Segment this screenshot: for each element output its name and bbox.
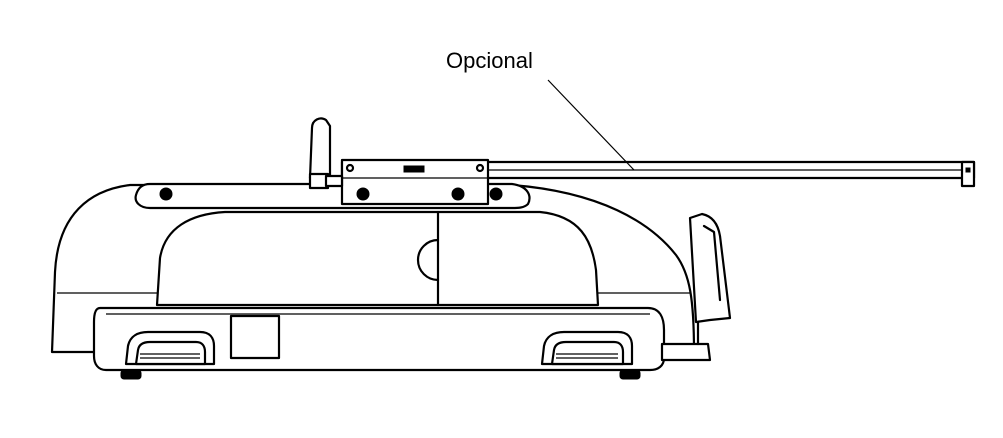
carriage-marker bbox=[403, 165, 425, 173]
rail-bolt-1 bbox=[159, 187, 173, 201]
callout-leader-line bbox=[547, 79, 635, 171]
side-display bbox=[660, 212, 732, 362]
rail-bolt-2 bbox=[489, 187, 503, 201]
carriage-bolt-2 bbox=[451, 187, 465, 201]
right-rubber-foot bbox=[619, 369, 641, 380]
left-rubber-foot bbox=[120, 369, 142, 380]
arch-knob bbox=[416, 238, 440, 282]
base-plate bbox=[92, 306, 666, 372]
base-label-plate bbox=[229, 314, 281, 360]
right-foot bbox=[540, 330, 641, 380]
left-foot bbox=[120, 330, 216, 380]
inner-arch bbox=[155, 210, 600, 307]
callout-label-optional: Opcional bbox=[446, 48, 533, 73]
carriage-bolt-1 bbox=[356, 187, 370, 201]
arm-clamp bbox=[308, 117, 332, 182]
optional-arm bbox=[308, 117, 976, 206]
arm-end-stop bbox=[960, 160, 976, 188]
